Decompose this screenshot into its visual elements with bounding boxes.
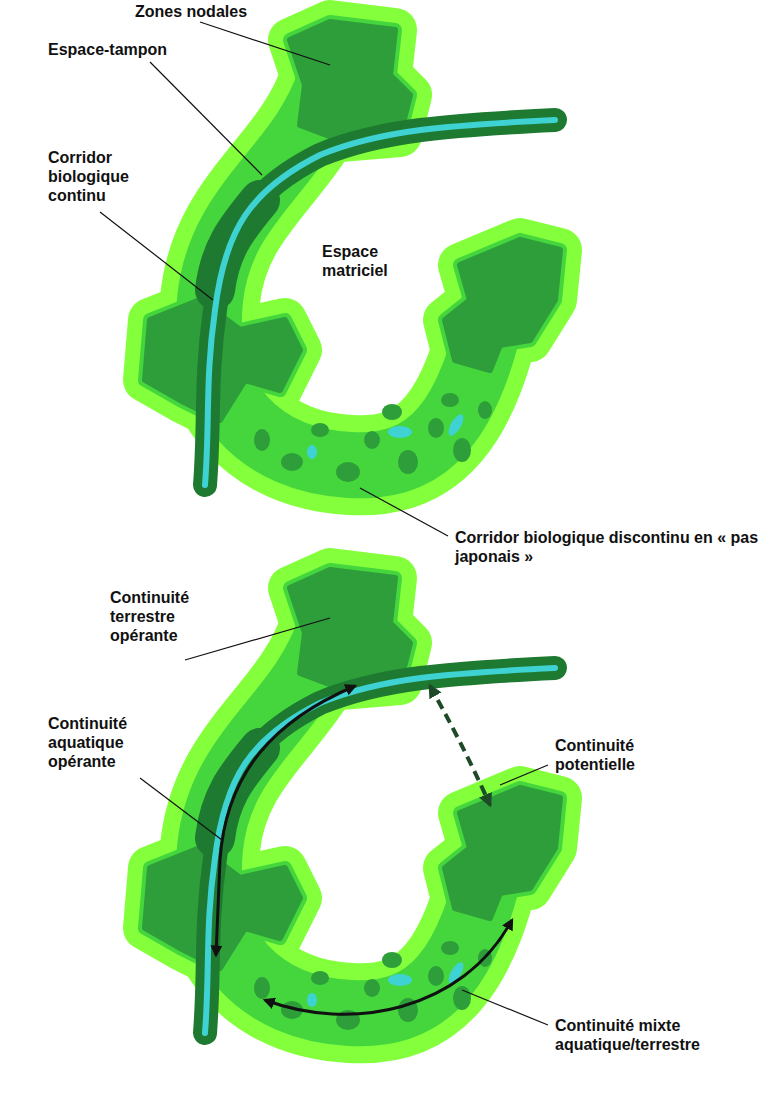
aquatic-label: Continuité aquatique opérante [48,714,158,772]
corridor-label: Corridor biologique continu [48,148,158,206]
terrestrial-label: Continuité terrestre opérante [110,588,220,646]
stepping-stone-label: Corridor biologique discontinu en « pas … [455,528,775,566]
zone-label: Zones nodales [135,2,335,21]
mixed-label: Continuité mixte aquatique/terrestre [555,1016,775,1054]
potential-label: Continuité potentielle [555,736,675,774]
buffer-label: Espace-tampon [48,40,248,59]
matrix-label: Espace matriciel [322,242,417,280]
